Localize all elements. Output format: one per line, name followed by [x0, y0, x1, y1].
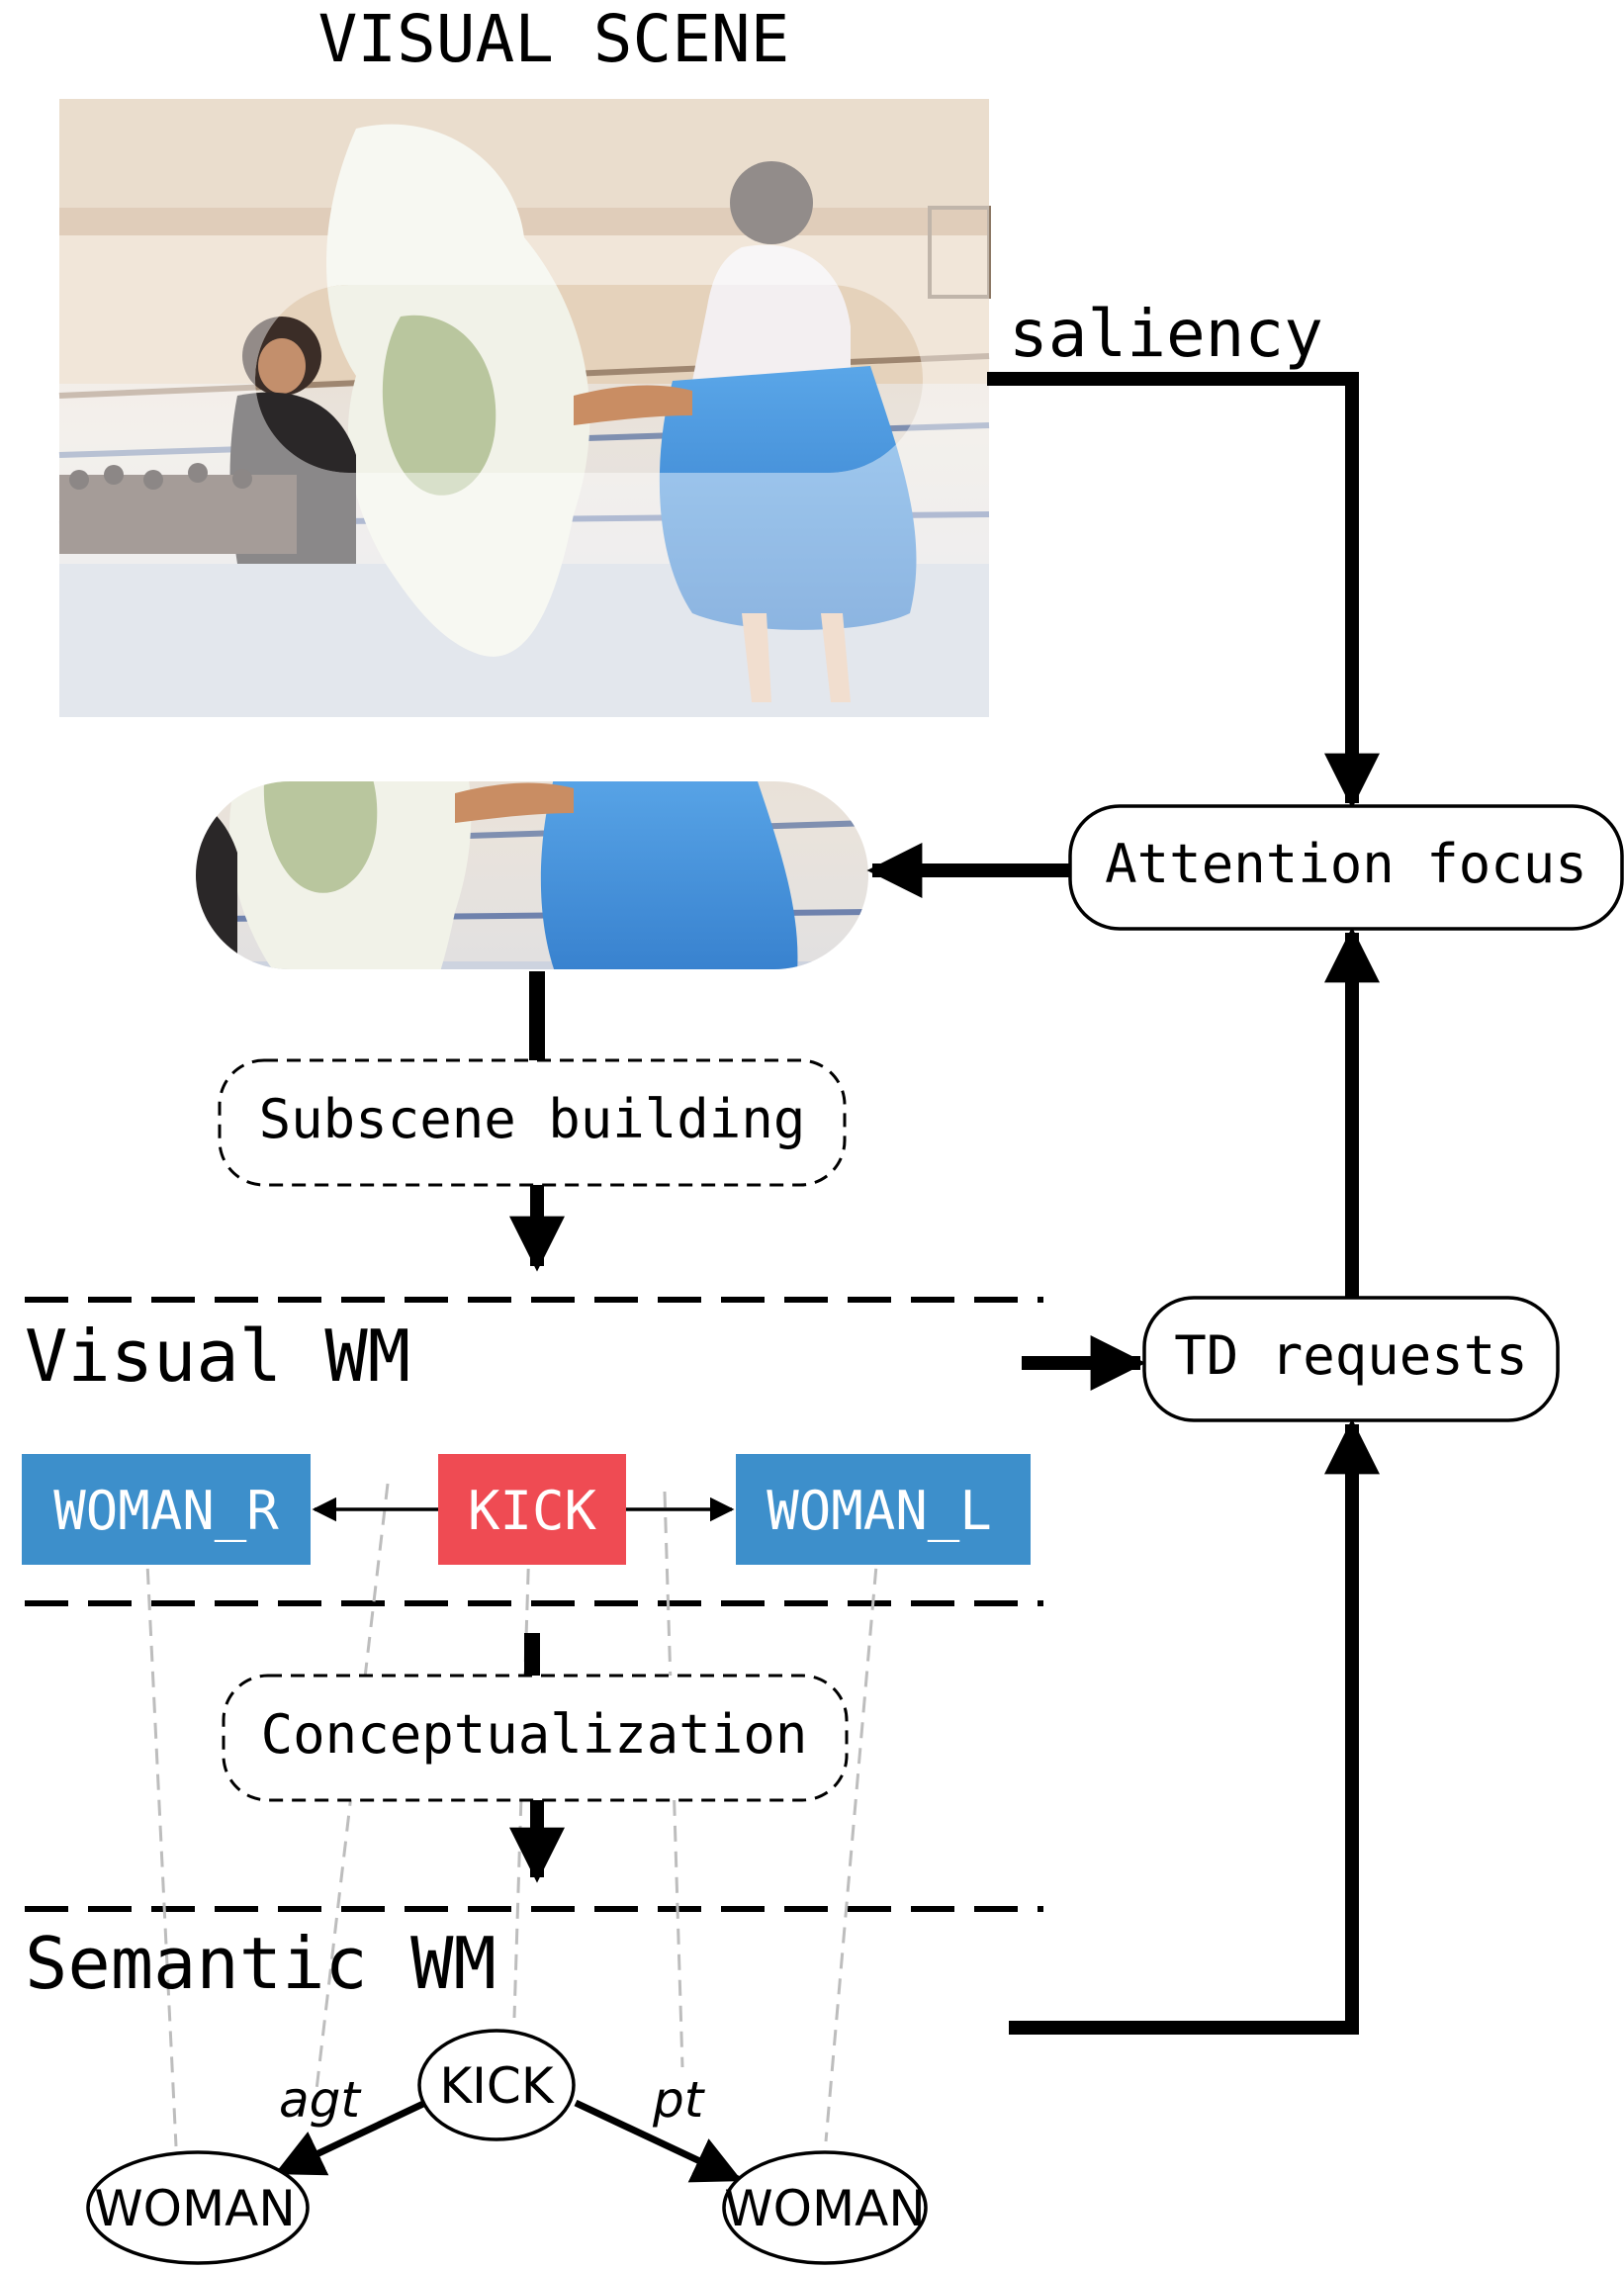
kick-label: KICK: [468, 1480, 597, 1542]
agt-edge-label: agt: [279, 2071, 362, 2129]
woman-r-node: [22, 1454, 311, 1565]
woman-r-label: WOMAN_R: [53, 1480, 279, 1542]
semantic-woman-right-node: [722, 2150, 928, 2265]
woman-l-label: WOMAN_L: [767, 1480, 992, 1542]
semantic-woman-left-label: WOMAN: [94, 2180, 296, 2237]
agt-edge: [274, 2099, 427, 2176]
pt-edge: [574, 2099, 743, 2183]
conceptualization-node: [222, 1674, 849, 1802]
semantic-woman-right-label: WOMAN: [724, 2180, 926, 2237]
visual-wm-label: Visual WM: [25, 1315, 410, 1398]
link-woman-l: [824, 1542, 880, 2142]
semantic-wm-label: Semantic WM: [25, 1922, 496, 2005]
semantic-wm-to-td-arrow: [1009, 1418, 1380, 2035]
semantic-kick-label: KICK: [439, 2057, 554, 2115]
td-requests-label: TD requests: [1174, 1324, 1528, 1387]
diagram-title: VISUAL SCENE: [318, 1, 790, 77]
saliency-label: saliency: [1009, 296, 1323, 372]
attention-focus-label: Attention focus: [1105, 833, 1587, 895]
conceptualization-label: Conceptualization: [261, 1703, 808, 1766]
saliency-connector: [987, 372, 1380, 809]
kick-node: [438, 1454, 626, 1565]
subscene-building-label: Subscene building: [259, 1088, 806, 1150]
link-woman-r: [144, 1542, 178, 2147]
pt-edge-label: pt: [652, 2071, 706, 2129]
semantic-kick-node: [417, 2029, 576, 2141]
woman-l-node: [736, 1454, 1031, 1565]
semantic-woman-left-node: [86, 2150, 310, 2265]
